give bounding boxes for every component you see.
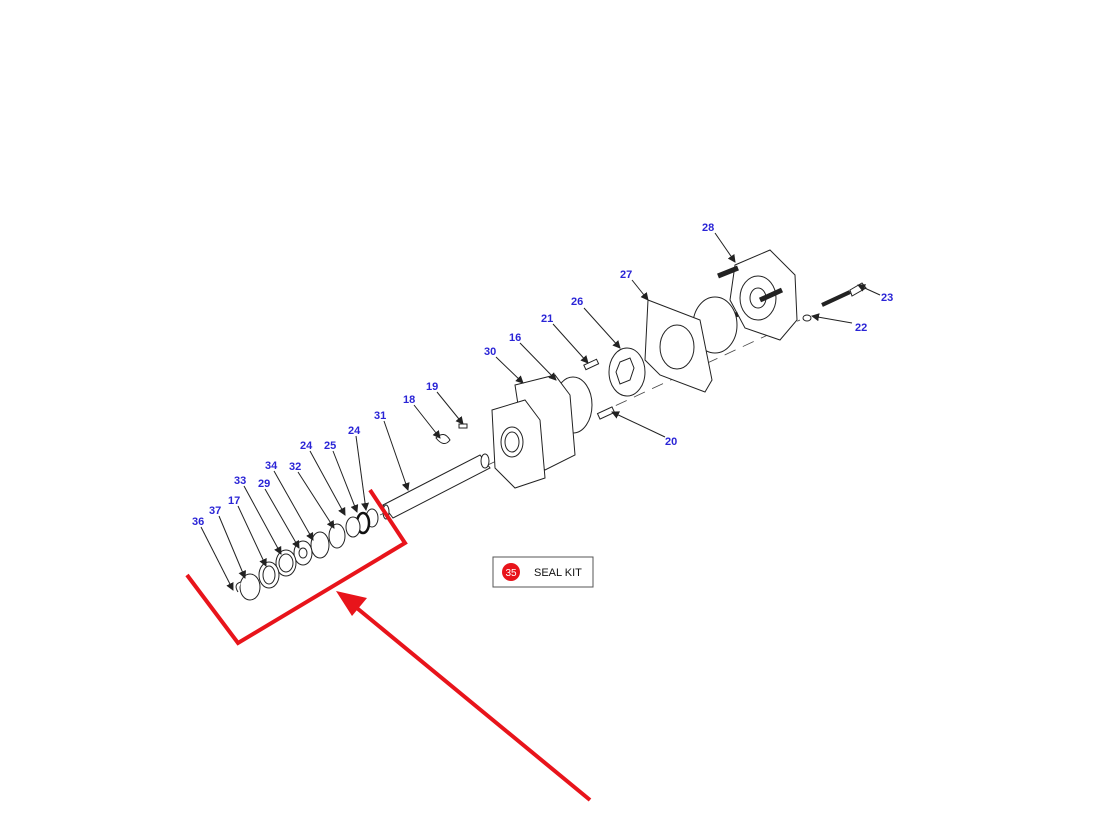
callout-19: 19 [426,381,438,393]
callout-18: 18 [403,394,415,406]
seal-kit-bracket [185,488,408,646]
callout-22: 22 [855,322,867,334]
callout-17: 17 [228,495,240,507]
part-28-housing [717,249,798,341]
seal-kit-parts [235,508,379,601]
callout-20: 20 [665,436,677,448]
part-22-washer [802,314,812,322]
callout-23: 23 [881,292,893,304]
callout-32: 32 [289,461,301,473]
seal-kit-number: 35 [505,568,517,579]
callout-31: 31 [374,410,386,422]
leader-lines [200,232,881,591]
callout-29: 29 [258,478,270,490]
callout-16: 16 [509,332,521,344]
callout-30: 30 [484,346,496,358]
callout-37: 37 [209,505,221,517]
callout-36: 36 [192,516,204,528]
callout-21: 21 [541,313,553,325]
callout-33: 33 [234,475,246,487]
part-20-pin [596,406,616,420]
part-30-front-housing [491,374,576,489]
callout-34: 34 [265,460,278,472]
part-19-key [458,423,468,429]
seal-kit-label: SEAL KIT [534,567,582,579]
callout-24: 24 [300,440,313,452]
red-arrow-icon [336,591,592,802]
callout-28: 28 [702,222,714,234]
part-23-bolt [821,282,867,307]
part-27-plate [644,299,713,393]
part-21-pin [583,358,600,371]
callout-26: 26 [571,296,583,308]
callout-24: 24 [348,425,361,437]
seal-kit-badge [502,563,520,581]
callout-25: 25 [324,440,336,452]
seal-kit-legend: 35 SEAL KIT [492,556,594,588]
callout-27: 27 [620,269,632,281]
callout-labels: 28 27 26 21 16 30 19 18 31 24 25 24 32 3… [192,222,893,528]
part-26-gerotor [608,347,646,397]
